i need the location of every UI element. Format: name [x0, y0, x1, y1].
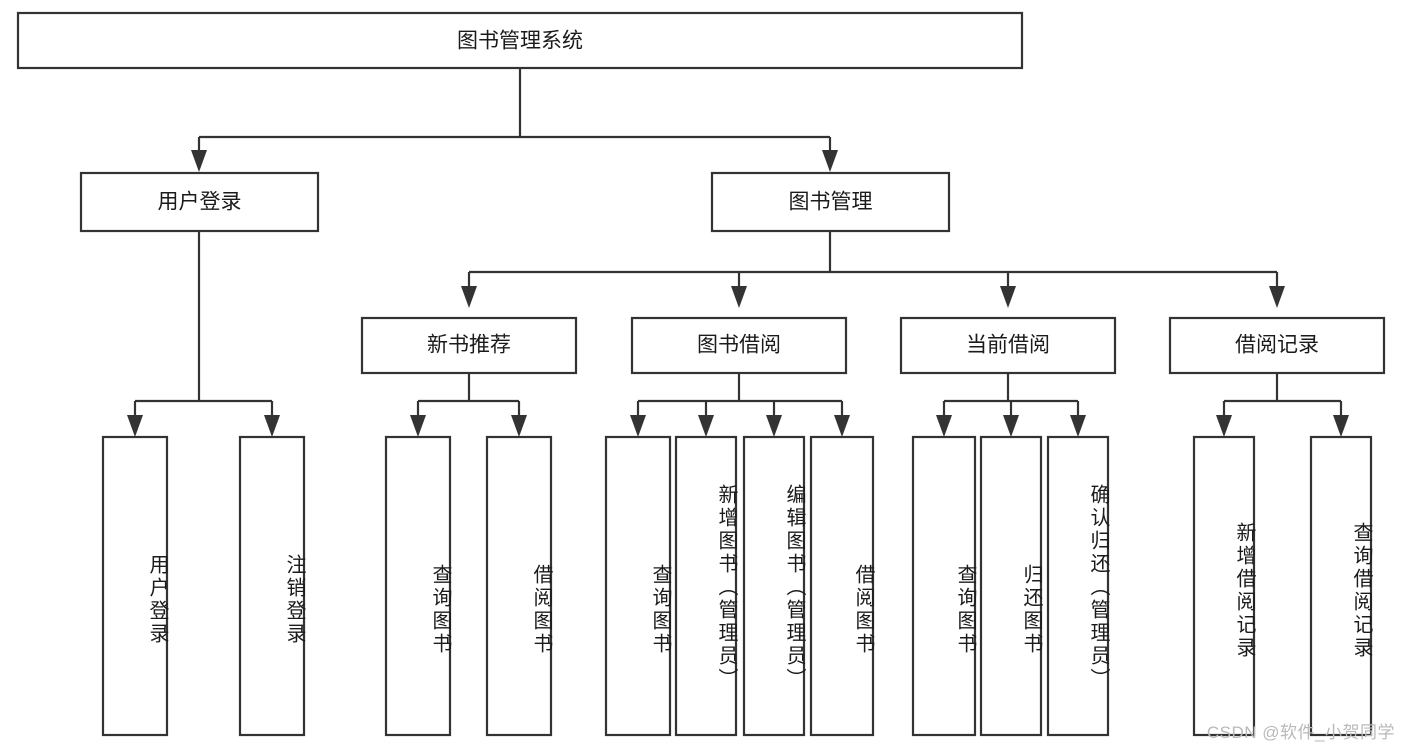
arrow-head-book-borrow — [731, 286, 747, 308]
node-leaf-query-book-3-box[interactable] — [911, 435, 977, 737]
arrow-head-leaf-return-book — [1003, 415, 1019, 437]
node-new-book-rec[interactable]: 新书推荐 — [360, 316, 578, 375]
node-borrow-record-box[interactable] — [1168, 316, 1386, 375]
node-new-book-rec-label: 新书推荐 — [427, 334, 511, 357]
arrow-head-leaf-query-book-1 — [410, 415, 426, 437]
node-current-borrow-label: 当前借阅 — [966, 334, 1050, 357]
node-book-manage-label: 图书管理 — [789, 191, 873, 214]
node-leaf-add-book-box[interactable] — [674, 435, 738, 737]
node-leaf-return-book-box[interactable] — [979, 435, 1043, 737]
node-new-book-rec-box[interactable] — [360, 316, 578, 375]
node-book-borrow-box[interactable] — [630, 316, 848, 375]
arrow-head-leaf-borrow-book-1 — [511, 415, 527, 437]
node-leaf-user-login-box[interactable] — [101, 435, 169, 737]
node-book-borrow[interactable]: 图书借阅 — [630, 316, 848, 375]
node-leaf-query-book-2-box[interactable] — [604, 435, 672, 737]
arrow-head-book-manage — [822, 150, 838, 172]
node-leaf-confirm-return-box[interactable] — [1046, 435, 1110, 737]
node-user-login-label: 用户登录 — [158, 191, 242, 214]
node-book-borrow-label: 图书借阅 — [697, 334, 781, 357]
node-leaf-query-record-box[interactable] — [1309, 435, 1373, 737]
node-root-box[interactable] — [16, 11, 1024, 70]
node-root-label: 图书管理系统 — [457, 30, 583, 53]
arrow-head-user-login — [191, 150, 207, 172]
arrow-head-leaf-user-logout — [264, 415, 280, 437]
node-borrow-record[interactable]: 借阅记录 — [1168, 316, 1386, 375]
node-leaf-user-logout-box[interactable] — [238, 435, 306, 737]
arrow-head-leaf-add-record — [1216, 415, 1232, 437]
arrow-head-leaf-query-record — [1333, 415, 1349, 437]
node-root[interactable]: 图书管理系统 — [16, 11, 1024, 70]
node-current-borrow-box[interactable] — [899, 316, 1117, 375]
node-book-manage-box[interactable] — [710, 171, 951, 233]
arrow-head-leaf-borrow-book-2 — [834, 415, 850, 437]
arrow-head-leaf-confirm-return — [1070, 415, 1086, 437]
node-borrow-record-label: 借阅记录 — [1235, 334, 1319, 357]
node-leaf-add-record-box[interactable] — [1192, 435, 1256, 737]
node-leaf-edit-book-box[interactable] — [742, 435, 806, 737]
arrow-head-current-borrow — [1000, 286, 1016, 308]
arrow-head-borrow-record — [1269, 286, 1285, 308]
arrow-head-leaf-user-login — [127, 415, 143, 437]
arrow-head-new-book-rec — [461, 286, 477, 308]
node-leaf-query-book-1-box[interactable] — [384, 435, 452, 737]
node-user-login[interactable]: 用户登录 — [79, 171, 320, 233]
node-book-manage[interactable]: 图书管理 — [710, 171, 951, 233]
node-leaf-borrow-book-2-box[interactable] — [809, 435, 875, 737]
arrow-head-leaf-edit-book — [766, 415, 782, 437]
arrow-head-leaf-query-book-2 — [630, 415, 646, 437]
node-current-borrow[interactable]: 当前借阅 — [899, 316, 1117, 375]
csdn-watermark: CSDN @软件_小贺同学 — [1206, 723, 1395, 742]
node-leaf-borrow-book-1-box[interactable] — [485, 435, 553, 737]
arrow-head-leaf-query-book-3 — [936, 415, 952, 437]
arrow-head-leaf-add-book — [698, 415, 714, 437]
